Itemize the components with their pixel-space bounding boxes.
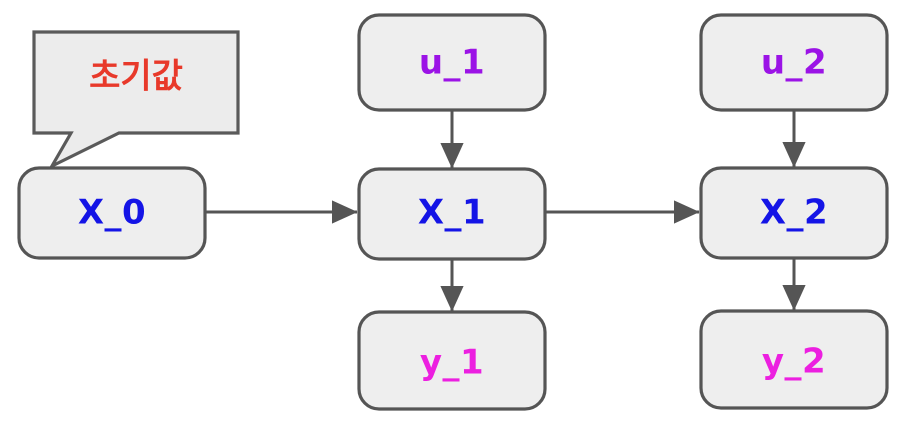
node-x1-label: X_1 [418, 193, 486, 233]
node-y1-box [357, 310, 547, 411]
node-x0[interactable]: X_0 [17, 166, 207, 260]
node-y1-label: y_1 [420, 343, 484, 383]
node-y2[interactable]: y_2 [699, 309, 889, 410]
node-x2[interactable]: X_2 [699, 166, 889, 260]
node-u1[interactable]: u_1 [357, 13, 547, 112]
node-y2-label: y_2 [762, 342, 826, 382]
node-x0-box [17, 166, 207, 260]
edge-layer [206, 111, 806, 312]
callout-initial-value[interactable]: 초기값 [32, 30, 240, 170]
node-x1[interactable]: X_1 [357, 167, 547, 261]
node-y2-box [699, 309, 889, 410]
node-x2-box [699, 166, 889, 260]
node-u2-box [699, 13, 889, 112]
node-u1-box [357, 13, 547, 112]
node-x0-label: X_0 [78, 193, 146, 233]
callout-text: 초기값 [89, 57, 183, 97]
node-u1-label: u_1 [419, 43, 485, 83]
callout-bubble-shape [32, 30, 240, 170]
node-y1[interactable]: y_1 [357, 310, 547, 411]
node-u2-label: u_2 [761, 43, 827, 83]
node-x2-label: X_2 [760, 193, 828, 233]
node-x1-box [357, 167, 547, 261]
node-u2[interactable]: u_2 [699, 13, 889, 112]
